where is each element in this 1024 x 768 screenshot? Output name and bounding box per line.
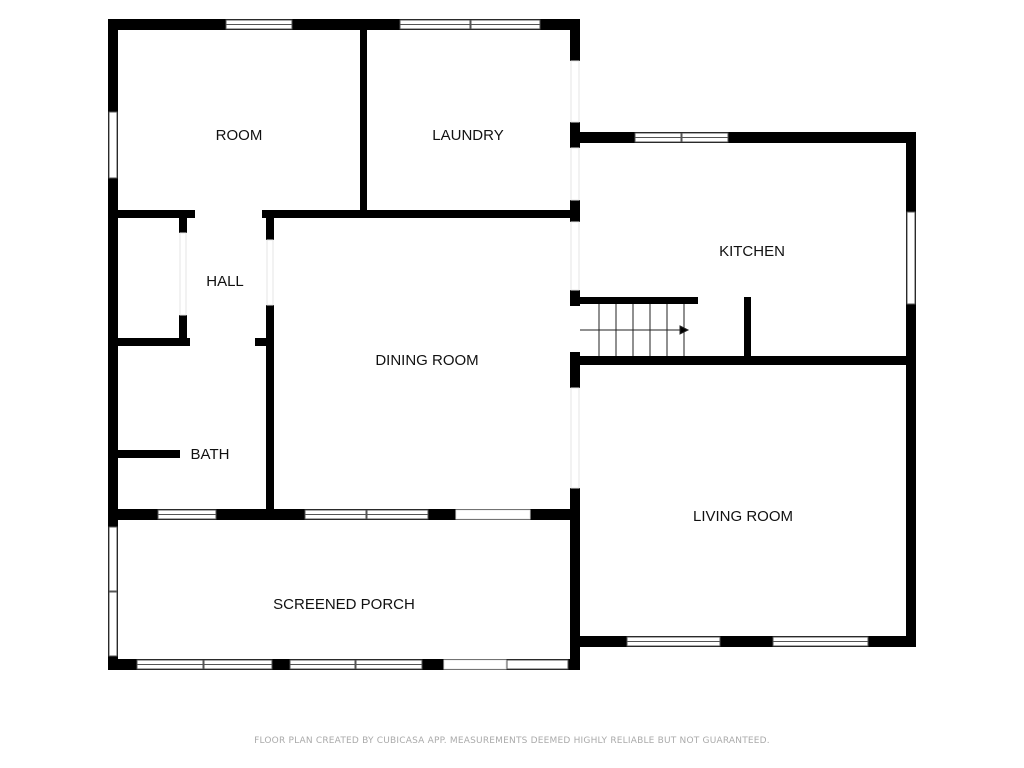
stairs-arrow-icon <box>679 325 690 335</box>
label-laundry: LAUNDRY <box>432 127 503 144</box>
windows <box>108 19 916 670</box>
label-hall: HALL <box>206 273 244 290</box>
stairs <box>580 304 690 356</box>
label-bath: BATH <box>191 446 230 463</box>
walls <box>108 19 916 670</box>
label-living-room: LIVING ROOM <box>693 508 793 525</box>
label-dining-room: DINING ROOM <box>375 352 478 369</box>
label-kitchen: KITCHEN <box>719 243 785 260</box>
room-labels: ROOM LAUNDRY KITCHEN HALL DINING ROOM BA… <box>191 127 793 613</box>
label-screened-porch: SCREENED PORCH <box>273 596 415 613</box>
label-room: ROOM <box>216 127 263 144</box>
door-openings <box>179 60 580 670</box>
disclaimer-footer: FLOOR PLAN CREATED BY CUBICASA APP. MEAS… <box>254 736 770 746</box>
